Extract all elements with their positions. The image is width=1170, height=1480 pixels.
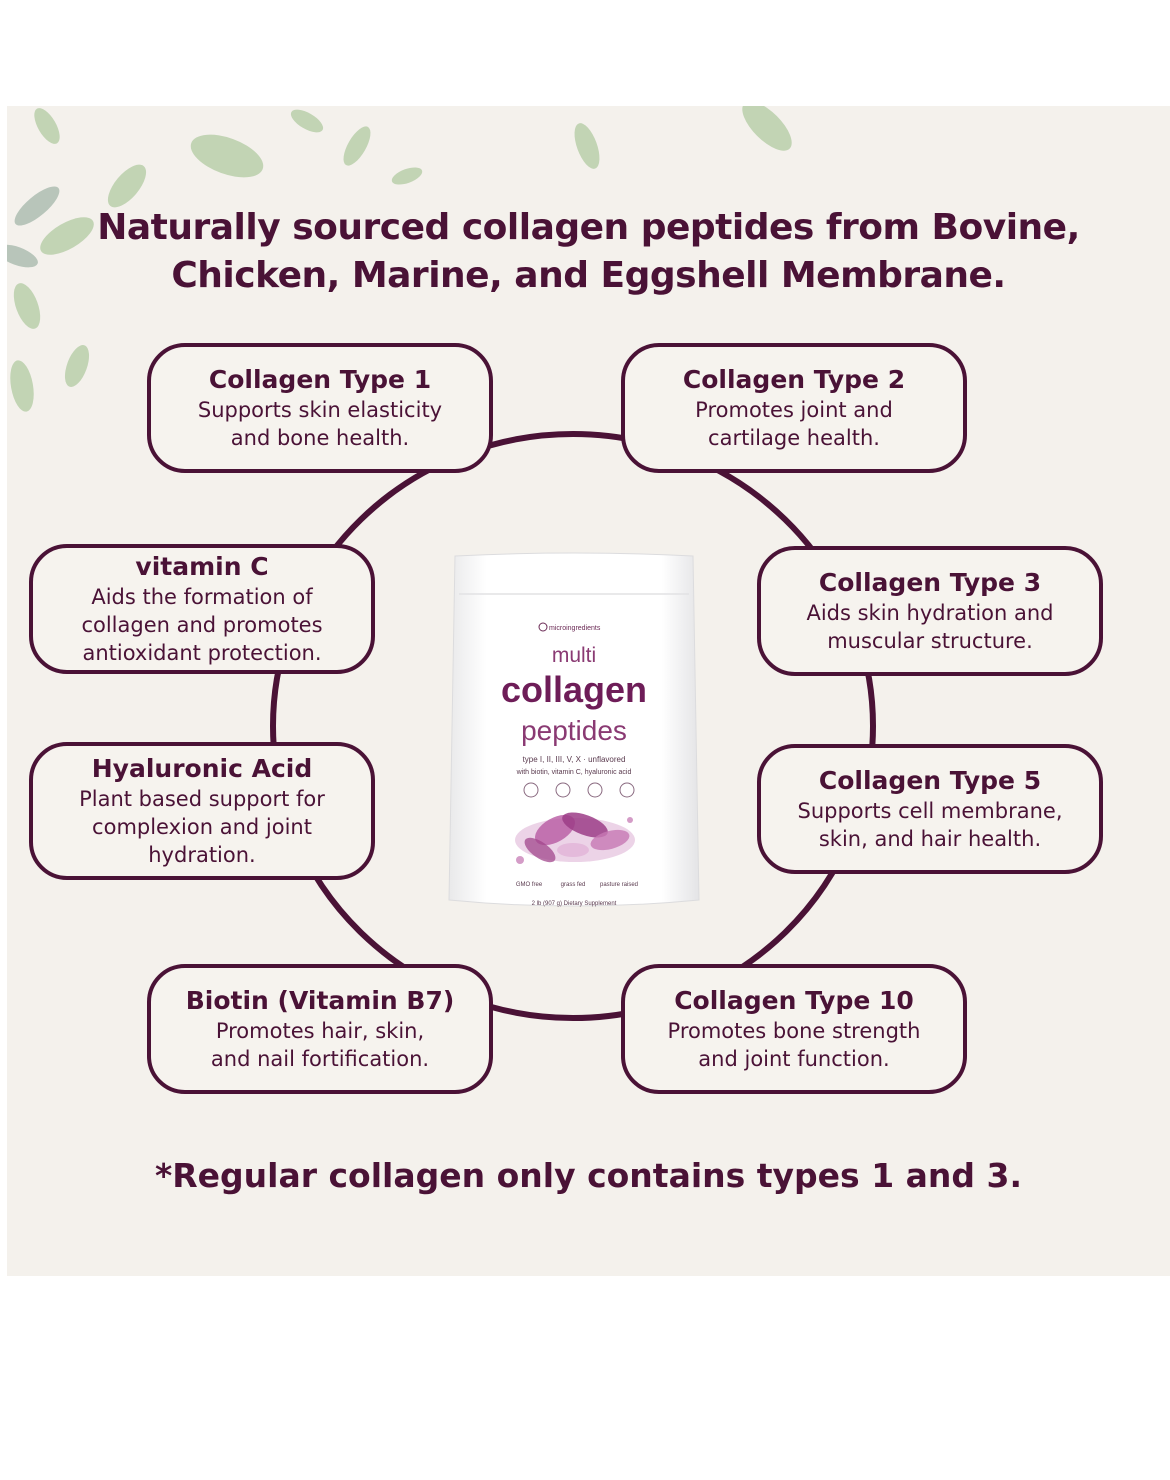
footnote: *Regular collagen only contains types 1 … [154, 1156, 1023, 1195]
card-desc-line: Plant based support for [79, 787, 325, 811]
card-desc-line: Aids the formation of [91, 585, 313, 609]
card-desc-line: Promotes hair, skin, [215, 1019, 425, 1043]
card-desc-line: muscular structure. [827, 629, 1033, 653]
card-desc-line: Aids skin hydration and [806, 601, 1054, 625]
brand-logo: microingredients [538, 622, 601, 632]
pouch-feature-icons [523, 782, 635, 798]
infographic-panel: Naturally sourced collagen peptides from… [7, 106, 1170, 1276]
pouch-line-1: multi [552, 644, 596, 667]
card-title: vitamin C [135, 552, 269, 581]
card-desc-line: Promotes joint and [695, 398, 893, 422]
card-collagen-type-5: Collagen Type 5 Supports cell membrane, … [757, 744, 1103, 874]
card-title: Collagen Type 2 [682, 365, 906, 394]
badge-pasture-raised: pasture raised [600, 882, 638, 888]
card-collagen-type-2: Collagen Type 2 Promotes joint and carti… [621, 343, 967, 473]
badge-grass-fed: grass fed [561, 882, 586, 888]
card-hyaluronic-acid: Hyaluronic Acid Plant based support for … [29, 742, 375, 880]
card-desc-line: cartilage health. [708, 426, 880, 450]
card-desc-line: Supports skin elasticity [197, 398, 443, 422]
card-desc-line: collagen and promotes [81, 613, 323, 637]
badge-gmo-free: GMO free [516, 882, 543, 888]
flower-graphic [515, 812, 635, 864]
card-vitamin-c: vitamin C Aids the formation of collagen… [29, 544, 375, 674]
card-collagen-type-10: Collagen Type 10 Promotes bone strength … [621, 964, 967, 1094]
pouch-net-weight: 2 lb (907 g) Dietary Supplement [532, 901, 617, 907]
card-title: Collagen Type 3 [818, 568, 1042, 597]
connector-ring [270, 431, 876, 1021]
product-pouch: microingredients multi collagen peptides… [448, 552, 700, 907]
pouch-types: type I, II, III, V, X · unflavored [523, 755, 626, 764]
pouch-line-2: collagen [501, 669, 647, 710]
brand-name: microingredients [549, 625, 601, 632]
leaf-decoration [7, 106, 792, 412]
card-title: Hyaluronic Acid [91, 754, 313, 783]
card-desc-line: Supports cell membrane, [797, 799, 1063, 823]
headline-line-1: Naturally sourced collagen peptides from… [97, 207, 1080, 248]
card-desc-line: antioxidant protection. [82, 641, 322, 665]
card-desc-line: and joint function. [698, 1047, 890, 1071]
pouch-with: with biotin, vitamin C, hyaluronic acid [516, 769, 632, 776]
headline: Naturally sourced collagen peptides from… [7, 204, 1170, 300]
card-title: Collagen Type 10 [674, 986, 914, 1015]
card-title: Collagen Type 5 [818, 766, 1042, 795]
card-collagen-type-3: Collagen Type 3 Aids skin hydration and … [757, 546, 1103, 676]
card-desc-line: and bone health. [230, 426, 410, 450]
pouch-line-3: peptides [521, 715, 627, 746]
card-desc-line: hydration. [148, 843, 256, 867]
card-collagen-type-1: Collagen Type 1 Supports skin elasticity… [147, 343, 493, 473]
card-title: Biotin (Vitamin B7) [185, 986, 455, 1015]
card-biotin: Biotin (Vitamin B7) Promotes hair, skin,… [147, 964, 493, 1094]
headline-line-2: Chicken, Marine, and Eggshell Membrane. [171, 255, 1006, 296]
card-desc-line: and nail fortification. [210, 1047, 430, 1071]
card-desc-line: Promotes bone strength [667, 1019, 921, 1043]
card-desc-line: skin, and hair health. [818, 827, 1042, 851]
card-desc-line: complexion and joint [92, 815, 312, 839]
card-title: Collagen Type 1 [208, 365, 432, 394]
